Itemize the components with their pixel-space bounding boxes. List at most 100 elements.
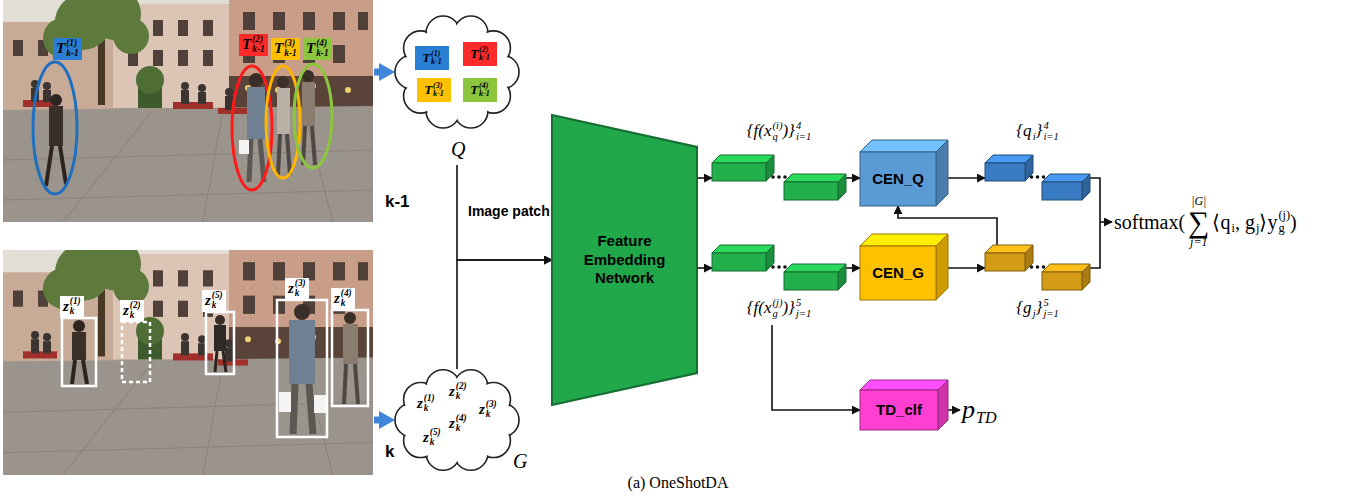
subscript: j [1256,222,1259,235]
text-row: T(3)k-1 [424,82,444,99]
subscript: k [456,424,467,434]
feature-vectors-outline [712,245,846,325]
math-text: )} [782,298,794,318]
text-group: TD_clf [860,390,938,430]
math-text: T [274,40,283,57]
subscript: k-1 [479,54,490,62]
figure-caption: (a) OneShotDA [628,474,729,492]
math-text: CEN_G [872,264,924,281]
script-pair: 4i=1 [796,120,811,142]
math-text: , g [1235,211,1255,234]
superscript: (4) [479,82,490,90]
subscript: k [295,289,306,299]
text-group: z(3)k [479,400,497,420]
text-group: {gj}5j=1 [985,297,1090,319]
subscript: k [430,438,441,448]
text-row: CEN_Q [872,170,924,187]
text-group: z(4)k [331,288,355,310]
math-text: } [1036,298,1043,318]
embedding-network: Feature Embedding Network [552,115,697,405]
subscript: k-1 [66,49,78,59]
script-pair: 5j=1 [796,297,811,319]
text-group: Q [451,138,465,161]
cloud-shape [395,370,519,471]
superscript: (3) [284,39,296,49]
spacer [1231,209,1234,222]
math-text: Q [451,138,465,161]
gallery-embeddings: {gj}5j=1 [985,245,1090,325]
cloud-shape [395,16,519,128]
vector-bar [784,264,846,290]
math-text: )} [782,121,794,141]
text-group: T(4)k-1 [303,38,332,60]
text-group: Feature Embedding Network [552,115,697,405]
text-row: CEN_G [872,264,924,281]
script-pair: (3)k [295,279,306,299]
text-group: T(3)k-1 [271,38,300,60]
subscript: k [70,307,81,317]
superscript: 4 [796,120,811,131]
script-pair: (4)k [456,414,467,434]
superscript: 5 [1043,297,1058,308]
text-group: T(1)k-1 [53,38,82,60]
script-pair: (i)q [773,120,783,142]
superscript: (2) [456,382,467,392]
math-text: TD_clf [876,401,922,418]
script-pair: (3)k [486,400,497,420]
superscript: 4 [1043,120,1058,131]
trajectories [33,62,332,194]
superscript: (1) [66,39,78,49]
ellipsis-dots [1030,265,1046,269]
script-pair: (4)k-1 [479,82,490,99]
text-group: z(1)k [417,394,435,414]
sum-block: |G|∑j=1 [1188,195,1209,250]
script-pair: i [1033,120,1036,142]
subscript: i=1 [796,131,811,142]
math-text: ⟨q [1212,211,1230,234]
math-text: {f(x [747,121,772,141]
math-text: {g [1016,298,1031,318]
script-pair: (1)k-1 [66,39,78,59]
superscript: (1) [424,394,435,404]
text-group: z(2)k [449,382,467,402]
connector [846,177,860,179]
math-text: T [56,40,65,57]
subscript: k-1 [284,49,296,59]
text-group: z(5)k [202,290,226,312]
connector [772,325,860,410]
connector [697,267,712,269]
math-text: ⟩y [1259,211,1277,234]
text-row: Feature Embedding Network [573,232,677,288]
subscript: q [773,131,783,142]
text-group: k [385,442,394,462]
script-pair: (3)k-1 [284,39,296,59]
spacer [976,393,997,410]
script-pair: (3)k-1 [433,82,444,99]
math-text: {q [1016,121,1031,141]
feature-vectors: {f(x(i)q)}4i=1 [712,120,846,200]
math-text: z [123,302,129,319]
connector [948,177,985,179]
script-pair: TD [976,393,997,427]
subscript: k [341,299,352,309]
cuboid [985,155,1033,181]
math-text: p [962,395,975,425]
sum-limit: |G| [1191,195,1206,208]
ellipsis-dots [771,175,787,179]
vector-bar [712,245,774,271]
subscript: i [1231,222,1234,235]
text-group: T(2)k-1 [239,34,268,56]
text-group: k-1 [385,192,410,212]
text-group: G [513,450,527,473]
superscript: (5) [430,428,441,438]
math-text: {f(x [747,298,772,318]
script-pair: (2)k-1 [479,46,490,63]
math-text: z [479,401,485,418]
vector-bar [1042,174,1090,200]
script-pair: (2)k [456,382,467,402]
sum-sign: ∑ [1188,208,1209,237]
math-text: z [288,280,294,297]
cuboid [784,264,846,290]
track-box: T(2)k-1 [463,42,497,66]
